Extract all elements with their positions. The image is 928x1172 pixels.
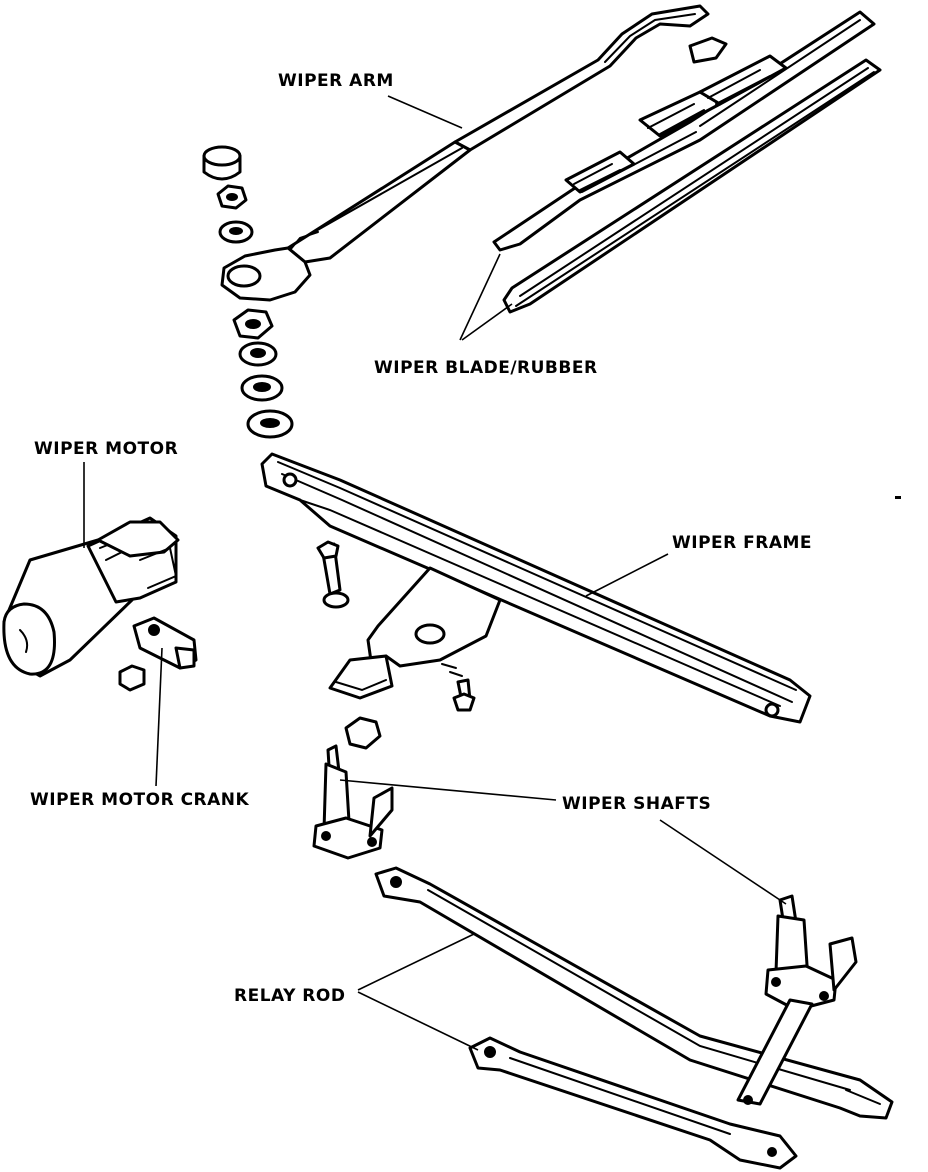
wiper-shaft-left	[312, 744, 394, 860]
leader-motor-crank	[155, 647, 163, 787]
label-wiper-arm: WIPER ARM	[278, 71, 394, 91]
nut	[216, 184, 248, 210]
wiper-frame	[260, 452, 812, 724]
label-wiper-blade-rubber: WIPER BLADE/RUBBER	[374, 358, 598, 378]
leader-wiper-arm	[387, 95, 463, 129]
pivot-nut	[344, 716, 382, 750]
wiper-shaft-right	[736, 894, 858, 1106]
label-wiper-motor: WIPER MOTOR	[34, 439, 178, 459]
stray-mark	[895, 496, 901, 499]
label-wiper-motor-crank: WIPER MOTOR CRANK	[30, 790, 250, 810]
washer	[238, 341, 278, 367]
washer	[218, 220, 254, 244]
wiper-blade	[492, 10, 876, 252]
wiper-motor-crank	[118, 616, 198, 692]
leader-shaft-1	[339, 779, 557, 801]
frame-screw	[452, 678, 476, 712]
label-relay-rod: RELAY ROD	[234, 986, 345, 1006]
label-wiper-shafts: WIPER SHAFTS	[562, 794, 711, 814]
wiper-rubber	[502, 58, 882, 314]
spindle-cap	[202, 145, 242, 181]
leader-wiper-frame	[585, 553, 669, 597]
spindle-hardware-stack	[202, 145, 294, 439]
leader-relay-2	[357, 991, 479, 1051]
frame-bolt	[316, 540, 350, 609]
wiper-arm	[220, 4, 710, 302]
leader-lines	[83, 95, 787, 1051]
leader-blade-2	[461, 303, 513, 341]
washer	[240, 374, 284, 402]
label-wiper-frame: WIPER FRAME	[672, 533, 812, 553]
nut	[232, 308, 274, 340]
washer	[246, 409, 294, 439]
wiper-motor	[2, 516, 180, 678]
leader-blade-1	[459, 253, 501, 341]
relay-rod-lower	[468, 1036, 798, 1170]
leader-shaft-2	[659, 819, 787, 905]
leader-relay-1	[357, 933, 475, 991]
